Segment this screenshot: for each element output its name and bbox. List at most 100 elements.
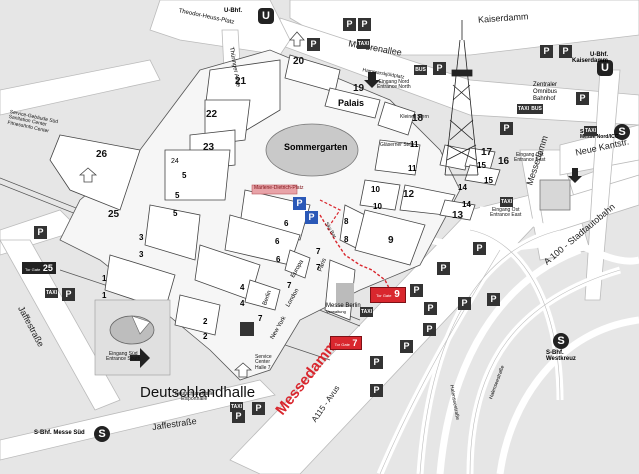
direction-arrows-dark: [130, 72, 582, 368]
parking-marker[interactable]: P: [410, 284, 423, 297]
hall-12: 12: [403, 189, 415, 200]
hall-23: 23: [203, 142, 215, 153]
label-glaeserner-steg: Gläserner Steg: [380, 142, 414, 148]
parking-marker[interactable]: P: [458, 297, 471, 310]
icc-building: [539, 179, 571, 211]
bus-stop-marker[interactable]: BUS: [530, 104, 543, 114]
parking-marker[interactable]: P: [559, 45, 572, 58]
parking-marker[interactable]: P: [62, 288, 75, 301]
ubahn-kaiserdamm-label: U-Bhf.Kaiserdamm: [572, 52, 609, 65]
hall-11-1: 11: [410, 140, 419, 149]
parking-marker[interactable]: P: [370, 384, 383, 397]
parking-marker[interactable]: P: [576, 92, 589, 105]
taxi-marker[interactable]: TAXI: [500, 197, 513, 207]
hall-5-2: 5: [175, 191, 180, 200]
hall-8-2: 8: [344, 235, 349, 244]
hall-26: 26: [96, 149, 108, 160]
hall-7-4: 7: [316, 263, 321, 272]
hall-16: 16: [498, 156, 510, 167]
ubahn-kaiserdamm-icon[interactable]: U: [597, 60, 613, 76]
interchange-outline: [379, 229, 621, 474]
taxi-marker[interactable]: TAXI: [584, 126, 597, 136]
parking-marker-blue[interactable]: P: [305, 211, 318, 224]
taxi-marker[interactable]: TAXI: [230, 402, 243, 412]
parking-marker[interactable]: P: [473, 242, 486, 255]
hall-19: 19: [353, 83, 365, 94]
parking-marker[interactable]: P: [34, 226, 47, 239]
hall-5-1: 5: [182, 171, 187, 180]
parking-marker[interactable]: P: [540, 45, 553, 58]
funkturm-tower: [444, 20, 479, 176]
hall-6-3: 6: [276, 255, 281, 264]
hall-4-1: 4: [240, 283, 245, 292]
parking-marker[interactable]: P: [370, 356, 383, 369]
hall-9: 9: [388, 235, 394, 246]
hall-18: 18: [412, 113, 424, 124]
hall-3-1: 3: [139, 233, 144, 242]
sbahn-westkreuz-icon[interactable]: S: [553, 333, 569, 349]
label-deutschlandhalle: Deutschlandhalle: [140, 384, 256, 401]
parking-marker[interactable]: P: [500, 122, 513, 135]
taxi-marker[interactable]: TAXI: [517, 104, 530, 114]
parking-marker[interactable]: P: [424, 302, 437, 315]
hall-6-1: 6: [284, 219, 289, 228]
label-palais: Palais: [338, 98, 365, 108]
hall-2-1: 2: [203, 317, 208, 326]
hall-17: 17: [481, 147, 493, 158]
parking-marker[interactable]: P: [307, 38, 320, 51]
hall-21: 21: [235, 76, 247, 87]
taxi-marker[interactable]: TAXI: [360, 307, 373, 317]
hall-22: 22: [206, 109, 218, 120]
tor-9-gate[interactable]: Tor Gate 9: [370, 287, 406, 303]
hall-8-1: 8: [344, 217, 349, 226]
hall-7-1: 7: [316, 247, 321, 256]
eingang-sued-rotunda: [94, 299, 171, 376]
hall-13: 13: [452, 210, 464, 221]
taxi-marker[interactable]: TAXI: [357, 39, 370, 49]
parking-marker[interactable]: P: [232, 410, 245, 423]
parking-marker[interactable]: P: [400, 340, 413, 353]
parking-marker[interactable]: P: [437, 262, 450, 275]
sbahn-messe-sued-label: S-Bhf. Messe Süd: [34, 430, 85, 436]
dark-blocks: [240, 283, 354, 336]
parking-marker[interactable]: P: [343, 18, 356, 31]
hall-7-2: 7: [287, 281, 292, 290]
ubahn-th-name: U-Bhf.: [224, 8, 242, 14]
hall-10-2: 10: [373, 202, 382, 211]
sbahn-westkreuz-label: S-Bhf.Westkreuz: [546, 350, 576, 363]
hall-1-1: 1: [102, 274, 107, 283]
hall-4-2: 4: [240, 299, 245, 308]
hall-2-2: 2: [203, 332, 208, 341]
ubahn-theodor-heuss-icon[interactable]: U: [258, 8, 274, 24]
taxi-marker[interactable]: TAXI: [45, 288, 58, 298]
label-marlene-dietrich: Marlene-Dietrich-Platz: [254, 185, 304, 191]
sbahn-messe-nord-icon[interactable]: S: [614, 124, 630, 140]
parking-marker[interactable]: P: [423, 323, 436, 336]
hall-10-1: 10: [371, 185, 380, 194]
parking-marker[interactable]: P: [252, 402, 265, 415]
sbahn-messe-sued-icon[interactable]: S: [94, 426, 110, 442]
hall-20: 20: [293, 56, 305, 67]
hall-24: 24: [171, 158, 179, 165]
parking-marker-blue[interactable]: P: [293, 197, 306, 210]
highlight-bar: [251, 184, 298, 195]
hall-15-1: 15: [477, 161, 486, 170]
parking-marker[interactable]: P: [358, 18, 371, 31]
entrance-arrows: [78, 31, 305, 378]
tor-7-gate[interactable]: Tor Gate 7: [330, 336, 362, 350]
tor-25-gate[interactable]: Tor Gate 25: [22, 262, 56, 274]
bus-stop-marker[interactable]: BUS: [414, 65, 427, 75]
parking-marker[interactable]: P: [433, 62, 446, 75]
parking-marker[interactable]: P: [487, 293, 500, 306]
hall-14-1: 14: [458, 183, 467, 192]
route-path: [319, 214, 391, 291]
